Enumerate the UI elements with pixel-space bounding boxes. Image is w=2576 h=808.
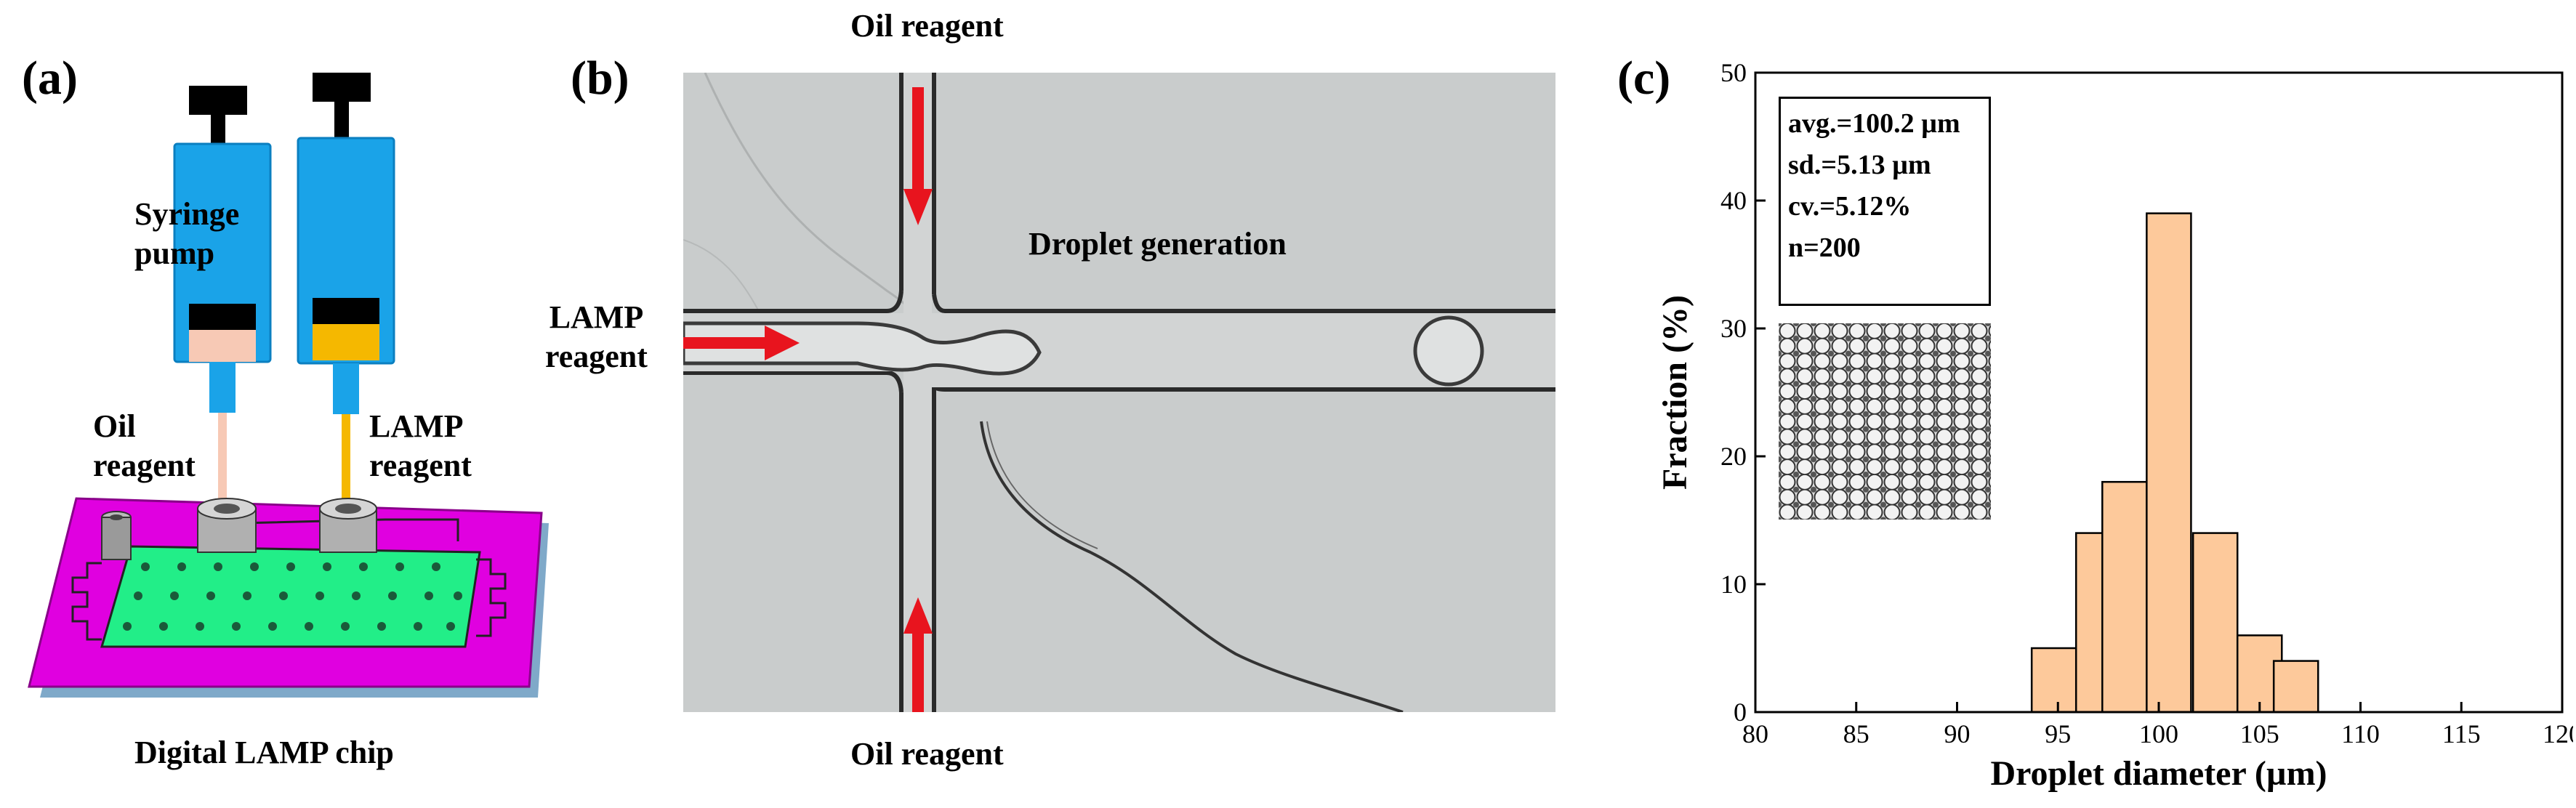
syringe-pump-label: Syringe pump	[134, 196, 240, 271]
droplet-diameter-histogram: 80 85 90 95 100 105 110 115 120 0 10 20 30 40 50 Dropl…	[1656, 58, 2573, 793]
panel-a-illustration	[28, 73, 549, 698]
x-tick-label-4: 100	[2139, 719, 2178, 748]
histogram-bar-6	[2272, 660, 2319, 714]
x-tick-label-8: 120	[2543, 719, 2573, 748]
oil-syringe	[173, 86, 272, 514]
y-axis-title: Fraction (%)	[1656, 295, 1694, 490]
y-tick-label-0: 0	[1734, 698, 1747, 727]
x-axis-title: Droplet diameter (µm)	[1990, 754, 2327, 793]
histogram-bar-4	[2191, 532, 2239, 714]
stat-sd: sd.=5.13 µm	[1788, 150, 1931, 180]
oil-reagent-bottom-label: Oil reagent	[850, 736, 1004, 772]
stat-avg: avg.=100.2 µm	[1788, 108, 1960, 139]
lamp-reagent-label-a: LAMP reagent	[369, 408, 472, 483]
droplet-micrograph	[683, 73, 1555, 712]
stats-box: avg.=100.2 µm sd.=5.13 µm cv.=5.12% n=20…	[1779, 97, 1991, 306]
histogram-bar-0	[2030, 647, 2077, 714]
histogram-bar-3	[2146, 212, 2192, 714]
digital-lamp-chip	[28, 497, 549, 698]
oil-reagent-label-a: Oil reagent	[93, 408, 196, 483]
y-tick-label-5: 50	[1720, 58, 1747, 87]
x-tick-label-2: 90	[1944, 719, 1971, 748]
panel-b-label: (b)	[571, 52, 629, 105]
x-tick-label-3: 95	[2045, 719, 2071, 748]
y-tick-label-3: 30	[1720, 314, 1747, 343]
x-tick-label-6: 110	[2341, 719, 2380, 748]
x-tick-label-7: 115	[2442, 719, 2481, 748]
oil-reagent-top-label: Oil reagent	[850, 8, 1004, 44]
x-tick-label-5: 105	[2240, 719, 2279, 748]
droplet-array-inset	[1779, 323, 1991, 520]
stat-n: n=200	[1788, 233, 1861, 263]
lamp-reagent-label-b: LAMP reagent	[545, 299, 648, 374]
y-tick-label-1: 10	[1720, 570, 1747, 599]
panel-a-label: (a)	[22, 52, 78, 105]
stat-cv: cv.=5.12%	[1788, 191, 1912, 222]
x-tick-label-0: 80	[1742, 719, 1768, 748]
y-tick-label-4: 40	[1720, 186, 1747, 215]
flow-arrows	[683, 87, 933, 712]
panel-c-label: (c)	[1617, 52, 1671, 105]
droplet-generation-label: Droplet generation	[1029, 226, 1287, 262]
histogram-bar-2	[2101, 480, 2148, 714]
x-tick-label-1: 85	[1843, 719, 1869, 748]
y-tick-label-2: 20	[1720, 442, 1747, 471]
chip-caption: Digital LAMP chip	[134, 735, 394, 770]
lamp-syringe	[297, 73, 395, 516]
